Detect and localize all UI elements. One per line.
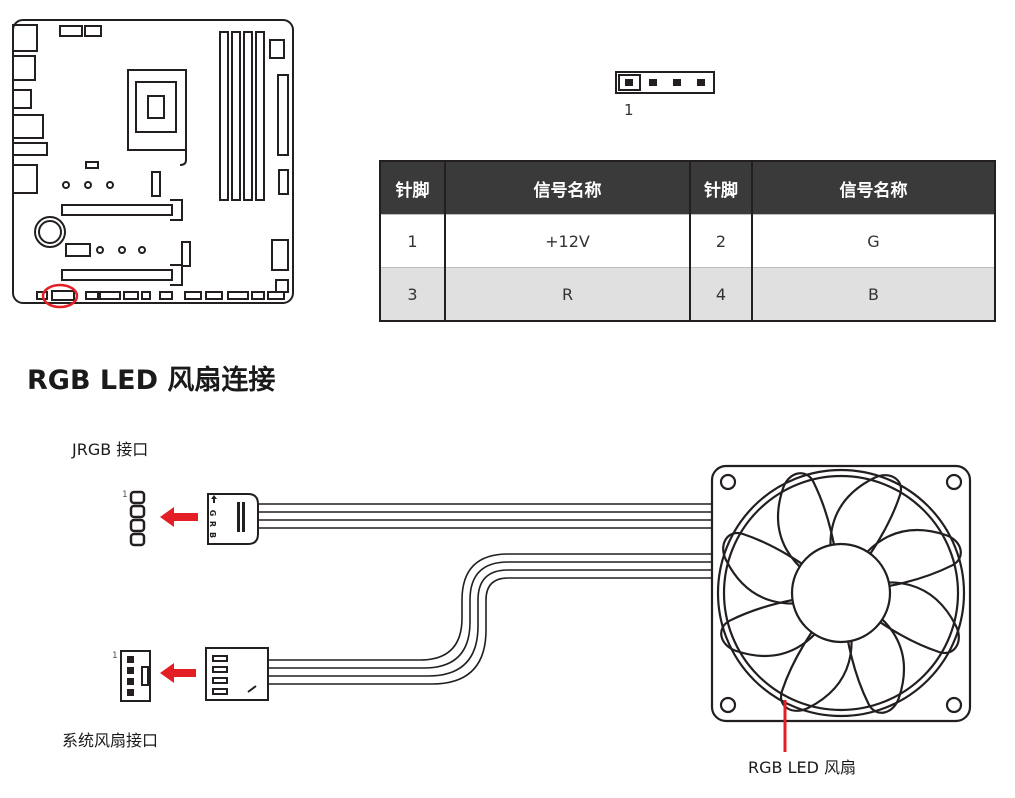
table-header-row: 针脚 信号名称 针脚 信号名称 [380,161,995,215]
col-header-pin: 针脚 [380,161,446,215]
arrow-left-icon [160,507,198,527]
table-cell: R [445,267,691,321]
fan-header-pin1-label: 1 [112,651,118,661]
rgb-led-fan-label: RGB LED 风扇 [748,758,857,777]
table-cell: +12V [445,214,691,268]
table-cell: 4 [690,267,753,321]
rgb-plug-connector [207,493,259,545]
jrgb-header-pinout [615,71,715,94]
jrgb-pin1-label: 1 [122,490,128,500]
col-header-signal: 信号名称 [752,161,995,215]
rgb-led-fan-icon [710,464,972,723]
jrgb-header-icon [129,490,146,547]
arrow-left-icon [160,663,196,683]
table-cell: 2 [690,214,753,268]
jrgb-location-highlight [41,283,79,309]
section-title: RGB LED 风扇连接 [27,365,276,396]
table-row: 3 R 4 B [380,267,995,321]
motherboard-illustration [12,19,294,309]
rgb-cable [258,503,712,529]
plug-letter-g: G [208,510,217,517]
col-header-pin: 针脚 [690,161,753,215]
system-fan-header-icon [120,650,151,702]
fan-cable [268,553,712,685]
table-cell: G [752,214,995,268]
jrgb-label: JRGB 接口 [72,440,149,459]
table-cell: B [752,267,995,321]
table-cell: 3 [380,267,446,321]
pin-definition-table: 针脚 信号名称 针脚 信号名称 1 +12V 2 G 3 R 4 B [379,160,996,322]
plug-letter-b: B [208,532,217,538]
pin1-label: 1 [624,101,634,119]
plug-letter-r: R [208,521,217,527]
system-fan-header-label: 系统风扇接口 [62,731,159,750]
col-header-signal: 信号名称 [445,161,691,215]
table-cell: 1 [380,214,446,268]
table-row: 1 +12V 2 G [380,214,995,268]
fan-plug-connector [205,647,269,701]
